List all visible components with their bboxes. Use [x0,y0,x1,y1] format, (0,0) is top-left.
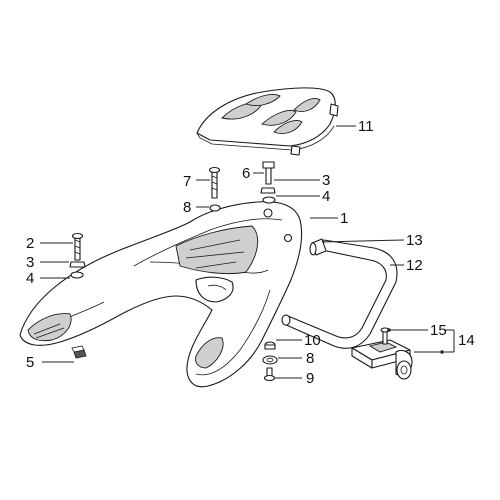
callout-7: 7 [183,173,191,190]
part-11-rack-cover [196,87,339,156]
part-1-rack-frame [19,201,303,388]
part-10-spacer [264,341,276,350]
part-7-screw [208,166,221,199]
callout-5: 5 [26,354,34,371]
callout-13: 13 [406,232,423,249]
callout-4-top: 4 [322,188,330,205]
callout-14: 14 [458,332,475,349]
part-2-long-screw [71,232,84,261]
callout-labels: 11 6 7 3 4 8 1 13 12 2 3 4 5 10 8 9 15 1… [26,118,475,387]
callout-15: 15 [430,322,447,339]
callout-9: 9 [306,370,314,387]
part-12-handle-bar [281,239,398,349]
part-8-washer-bottom [262,355,278,365]
callout-11: 11 [358,118,374,135]
part-5-nut [71,345,87,359]
part-14-bracket [351,339,413,380]
part-6-bolt [262,161,275,185]
part-3-nut-top [260,187,276,194]
part-3-nut-left [69,261,86,268]
callout-1: 1 [340,210,348,227]
callout-4-left: 4 [26,270,34,287]
callout-8-bottom: 8 [306,350,314,367]
callout-8-top: 8 [183,199,191,216]
part-8-washer-top [209,204,221,212]
part-9-screw-bottom [263,367,276,382]
callout-3-left: 3 [26,254,34,271]
callout-3-top: 3 [322,172,330,189]
part-4-washer-top [262,196,276,204]
callout-10: 10 [304,332,321,349]
leader-lines [40,125,455,379]
part-4-washer-left [70,271,84,279]
callout-6: 6 [242,165,250,182]
part-13-end-cap [309,238,327,256]
callout-2: 2 [26,235,34,252]
callout-12: 12 [406,257,423,274]
